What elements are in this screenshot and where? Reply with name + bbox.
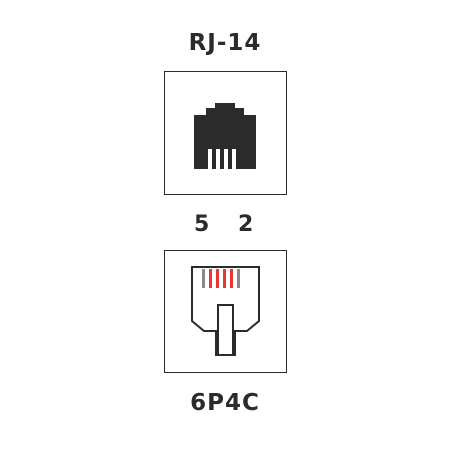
plug-panel <box>164 250 287 373</box>
modular-plug-icon <box>191 266 260 356</box>
plug-contact-active <box>223 269 226 288</box>
plug-latch-tab <box>217 304 234 356</box>
jack-socket-panel <box>164 71 287 195</box>
plug-body-outline <box>191 266 260 356</box>
plug-contact-unused <box>237 269 240 288</box>
pin-number-left: 5 <box>194 212 211 237</box>
plug-contact-active <box>216 269 219 288</box>
plug-contacts <box>202 269 240 288</box>
rj-jack-icon <box>194 103 256 169</box>
plug-contact-unused <box>202 269 205 288</box>
plug-type-label: 6P4C <box>190 390 260 416</box>
jack-pin-slot <box>216 149 220 169</box>
jack-pin-slot <box>232 149 236 169</box>
plug-contact-active <box>230 269 233 288</box>
jack-pin-slot <box>224 149 228 169</box>
pin-number-right: 2 <box>238 212 255 237</box>
connector-name: RJ-14 <box>188 30 262 56</box>
jack-pin-slot <box>208 149 212 169</box>
plug-contact-active <box>209 269 212 288</box>
